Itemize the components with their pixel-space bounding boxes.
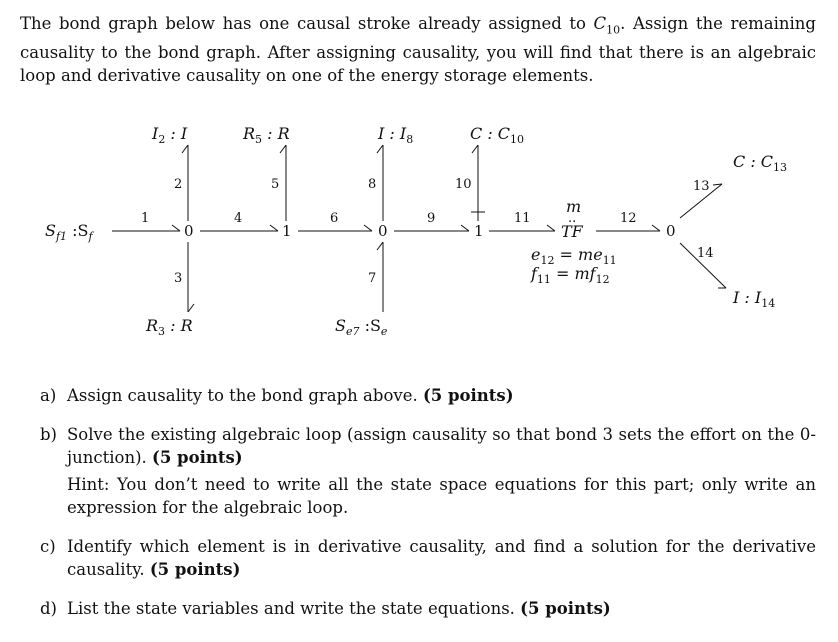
bond-number-3: 3	[174, 271, 182, 286]
intro-c10: C	[593, 14, 607, 33]
question-points: (5 points)	[422, 386, 514, 405]
bond-number-7: 7	[368, 271, 376, 286]
intro-text-after: . Assign the remaining causality to the …	[20, 14, 816, 86]
bond-graph: Sf1 :Sf I2 : I R5 : R R3 : R I : I8 Se7 …	[45, 124, 787, 338]
bond-7-half-arrow	[376, 241, 384, 251]
i14-label: I : I14	[732, 288, 775, 310]
junction-0-a: 0	[184, 222, 194, 240]
question-letter: a)	[40, 386, 57, 405]
question-letter: c)	[40, 537, 56, 556]
question-a: a) Assign causality to the bond graph ab…	[40, 384, 816, 407]
bond-number-2: 2	[174, 177, 182, 192]
intro-c10-sub: 10	[606, 23, 621, 37]
r3-label: R3 : R	[145, 316, 193, 338]
bond-13	[679, 183, 723, 219]
bond-13-half-arrow	[712, 183, 723, 186]
tf-modulus: m	[566, 197, 581, 216]
bond-9-half-arrow	[460, 224, 470, 232]
c10-label: C : C10	[470, 124, 524, 146]
bond-number-11: 11	[514, 211, 531, 226]
question-b: b) Solve the existing algebraic loop (as…	[40, 423, 816, 469]
question-points: (5 points)	[520, 599, 611, 618]
bond-6-half-arrow	[363, 224, 373, 232]
bond-number-13: 13	[693, 179, 710, 194]
tf-dots: ..	[568, 211, 576, 226]
bond-4-half-arrow	[269, 224, 279, 232]
junction-1-a: 1	[282, 222, 292, 240]
question-text: Solve the existing algebraic loop (assig…	[67, 425, 816, 467]
bond-1-half-arrow	[171, 224, 181, 232]
intro-paragraph: The bond graph below has one causal stro…	[20, 12, 816, 87]
bond-12-half-arrow	[651, 224, 661, 232]
bond-number-4: 4	[234, 211, 242, 226]
i8-label: I : I8	[377, 124, 413, 146]
bond-number-10: 10	[455, 177, 472, 192]
bond-number-1: 1	[141, 211, 149, 226]
question-text: Assign causality to the bond graph above…	[67, 386, 418, 405]
sf1-label: Sf1 :Sf	[45, 221, 94, 243]
junction-0-c: 0	[666, 222, 676, 240]
junction-1-b: 1	[474, 222, 484, 240]
intro-text-before: The bond graph below has one causal stro…	[20, 14, 594, 33]
tf-equation-effort: e12 = me11	[531, 245, 617, 267]
bond-3-half-arrow	[187, 303, 195, 313]
junction-0-b: 0	[378, 222, 388, 240]
question-text: List the state variables and write the s…	[67, 599, 515, 618]
question-points: (5 points)	[149, 560, 241, 579]
bond-11-half-arrow	[546, 224, 556, 232]
question-text: Identify which element is in derivative …	[67, 537, 816, 579]
bond-number-14: 14	[697, 246, 714, 261]
bond-10-half-arrow	[471, 144, 479, 154]
tf-label: TF	[561, 222, 584, 241]
c13-label: C : C13	[733, 152, 787, 174]
question-list: a) Assign causality to the bond graph ab…	[40, 384, 816, 636]
bond-8-half-arrow	[376, 144, 384, 154]
bond-number-8: 8	[368, 177, 376, 192]
bond-14	[679, 242, 727, 289]
bond-number-9: 9	[427, 211, 435, 226]
question-letter: d)	[40, 599, 57, 618]
bond-number-6: 6	[330, 211, 338, 226]
question-points: (5 points)	[152, 448, 243, 467]
se7-label: Se7 :Se	[335, 316, 388, 338]
question-d: d) List the state variables and write th…	[40, 597, 816, 620]
r5-label: R5 : R	[242, 124, 290, 146]
hint-text: Hint: You don’t need to write all the st…	[67, 475, 816, 517]
bond-5-half-arrow	[279, 144, 287, 154]
bond-number-12: 12	[620, 211, 637, 226]
question-c: c) Identify which element is in derivati…	[40, 535, 816, 581]
bond-number-5: 5	[271, 177, 279, 192]
bond-2-half-arrow	[181, 144, 189, 154]
i2-label: I2 : I	[151, 124, 188, 146]
tf-equation-flow: f11 = mf12	[530, 264, 610, 286]
question-letter: b)	[40, 425, 57, 444]
